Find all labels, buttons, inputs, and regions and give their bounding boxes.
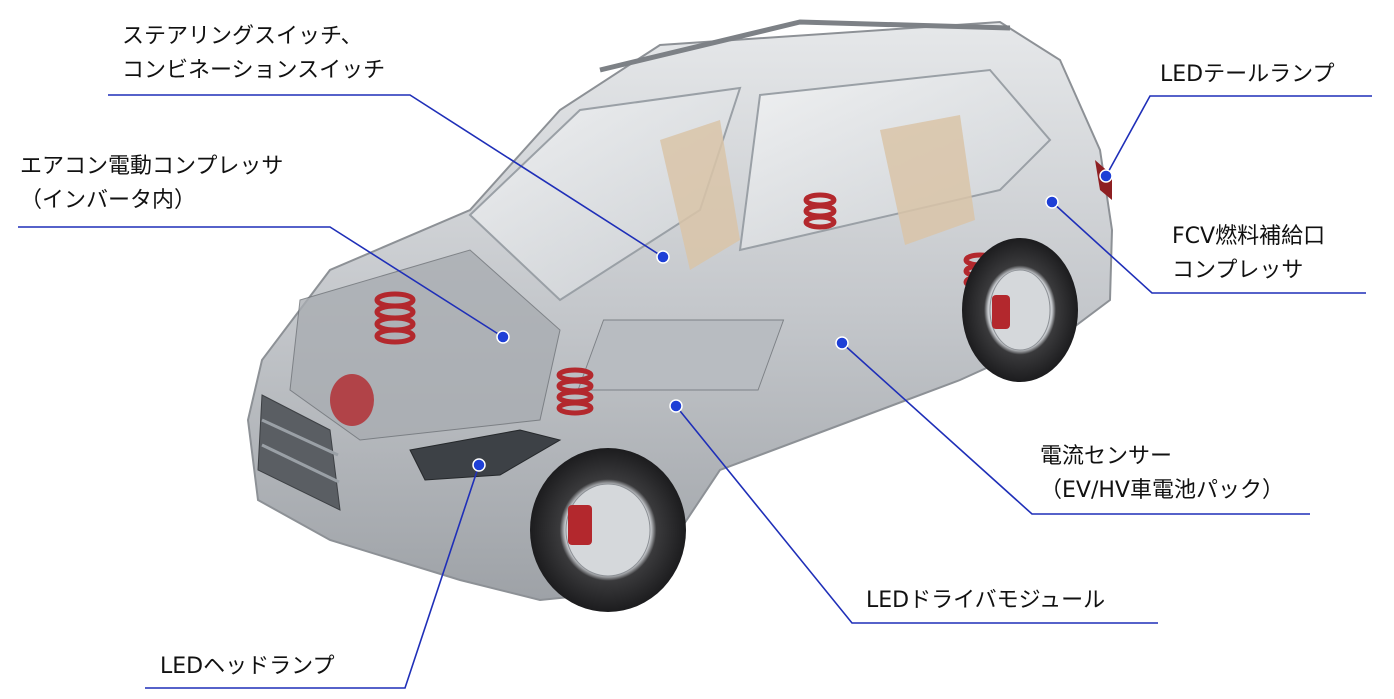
callout-led-tail-lamp: LEDテールランプ bbox=[1160, 58, 1334, 92]
callout-led-headlamp: LEDヘッドランプ bbox=[160, 650, 334, 684]
marker-fcv-compressor bbox=[1045, 195, 1059, 209]
front-wheel bbox=[530, 448, 686, 612]
front-grille bbox=[257, 394, 341, 511]
callout-ac-compressor-line2: （インバータ内） bbox=[20, 188, 197, 213]
callout-ac-compressor-line1: エアコン電動コンプレッサ bbox=[20, 154, 284, 179]
leader-led-tail-lamp bbox=[1105, 95, 1372, 177]
callout-current-sensor-line1: 電流センサー bbox=[1040, 444, 1173, 469]
callout-current-sensor-line2: （EV/HV車電池パック） bbox=[1040, 478, 1284, 503]
roof-rail bbox=[599, 19, 1011, 73]
callout-led-tail-lamp-line1: LEDテールランプ bbox=[1160, 62, 1335, 87]
callout-led-headlamp-line1: LEDヘッドランプ bbox=[160, 654, 335, 679]
battery-pack bbox=[577, 319, 785, 391]
marker-steering-switch bbox=[656, 250, 670, 264]
seat-rear bbox=[880, 115, 975, 245]
callout-fcv-compressor-line2: コンプレッサ bbox=[1172, 258, 1304, 283]
front-spring bbox=[374, 291, 416, 345]
marker-led-tail-lamp bbox=[1099, 169, 1113, 183]
leader-fcv-compressor bbox=[1051, 201, 1366, 294]
rear-spring-1 bbox=[803, 192, 837, 230]
marker-current-sensor bbox=[835, 336, 849, 350]
callout-fcv-compressor: FCV燃料補給口 コンプレッサ bbox=[1172, 220, 1325, 288]
callout-steering-switch-line2: コンビネーションスイッチ bbox=[122, 58, 386, 83]
leader-current-sensor bbox=[841, 342, 1310, 515]
callout-current-sensor: 電流センサー （EV/HV車電池パック） bbox=[1040, 440, 1284, 508]
mid-spring bbox=[556, 367, 594, 416]
callout-led-driver-module-line1: LEDドライバモジュール bbox=[866, 588, 1106, 613]
rear-wheel bbox=[962, 238, 1078, 382]
callout-steering-switch-line1: ステアリングスイッチ、 bbox=[122, 24, 363, 49]
callout-led-driver-module: LEDドライバモジュール bbox=[866, 584, 1105, 618]
callout-ac-compressor: エアコン電動コンプレッサ （インバータ内） bbox=[20, 150, 283, 218]
front-left-brake bbox=[330, 374, 374, 426]
leader-lines bbox=[18, 94, 1372, 689]
marker-dots bbox=[472, 169, 1113, 472]
leader-led-headlamp bbox=[145, 464, 480, 689]
marker-led-driver-module bbox=[669, 399, 683, 413]
leader-ac-compressor bbox=[18, 226, 504, 338]
marker-ac-compressor bbox=[496, 330, 510, 344]
callout-steering-switch: ステアリングスイッチ、 コンビネーションスイッチ bbox=[122, 20, 385, 88]
marker-led-headlamp bbox=[472, 458, 486, 472]
leader-steering-switch bbox=[108, 94, 664, 258]
headlamp-shape bbox=[409, 429, 562, 481]
seat-front bbox=[660, 120, 740, 270]
leader-led-driver-module bbox=[675, 405, 1158, 624]
callout-fcv-compressor-line1: FCV燃料補給口 bbox=[1172, 224, 1326, 249]
